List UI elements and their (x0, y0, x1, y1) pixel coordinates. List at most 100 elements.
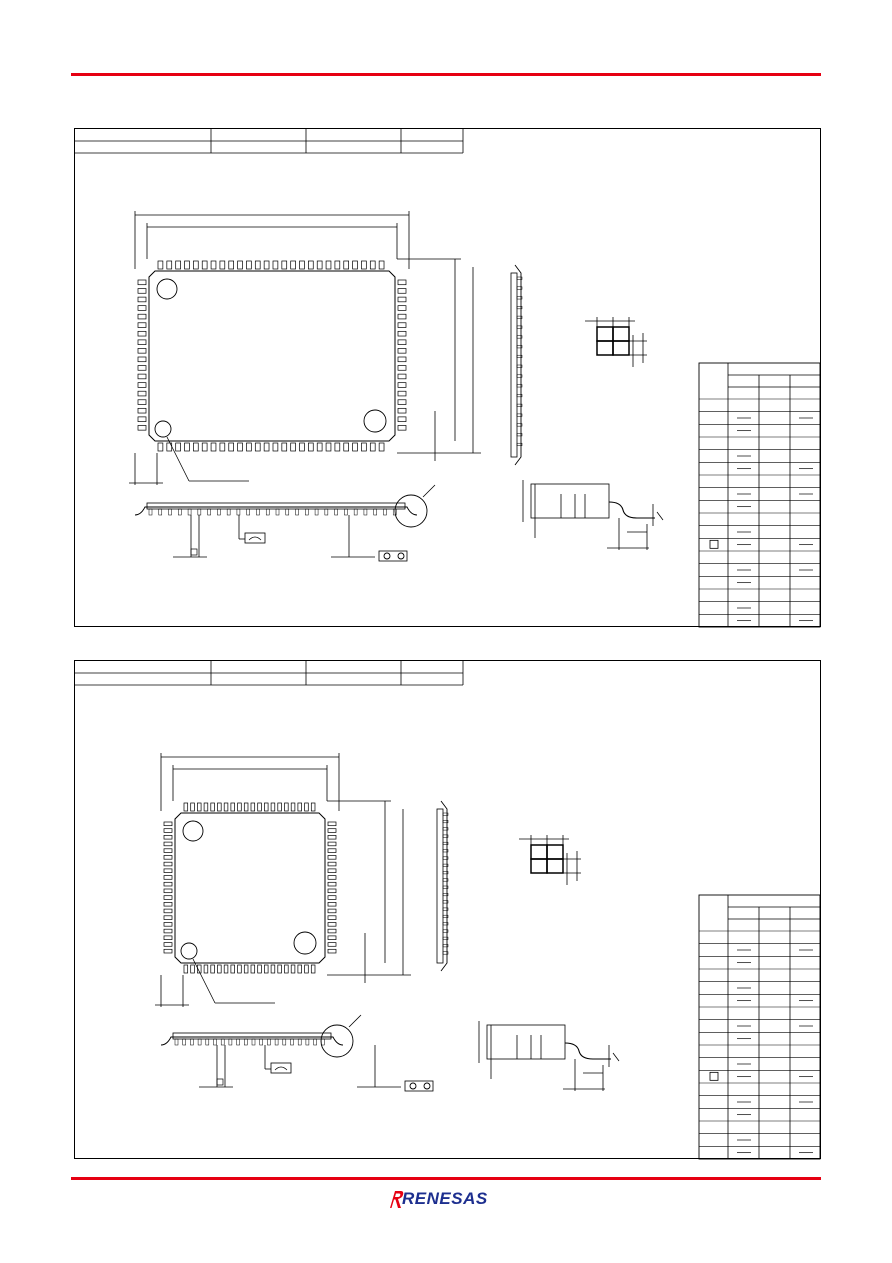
profile-view-lead (373, 508, 377, 516)
lead-left (163, 828, 173, 833)
profile-view-lead (256, 508, 260, 516)
lead-left (163, 902, 173, 907)
lead-bottom (343, 442, 349, 452)
lead-bottom (369, 442, 376, 452)
lead-left (137, 356, 147, 363)
lead-bottom (254, 442, 261, 452)
lead-detail-body (486, 1024, 566, 1060)
lead-top (264, 802, 269, 812)
lead-left (163, 881, 173, 887)
profile-view-lead (207, 508, 211, 516)
lead-right (397, 416, 407, 422)
detail-callout-circle (394, 494, 428, 528)
profile-view-lead (251, 1038, 256, 1046)
lead-left (137, 288, 147, 294)
profile-view-lead (313, 1038, 317, 1046)
lead-top (254, 260, 261, 270)
flatness-symbol-box (270, 1062, 292, 1074)
lead-bottom (308, 442, 314, 452)
lead-left (137, 390, 147, 397)
side-view-lead (442, 936, 449, 940)
side-view-lead (442, 841, 449, 845)
profile-view-lead (205, 1038, 210, 1046)
flatness-arc (248, 536, 262, 541)
lead-left (163, 861, 173, 867)
profile-view-lead (190, 1038, 194, 1046)
profile-view-lead (236, 508, 241, 516)
lead-top (250, 802, 256, 812)
lead-left (137, 313, 147, 320)
lead-right (327, 841, 337, 847)
lead-bottom (270, 964, 276, 974)
side-view-lead (442, 885, 449, 889)
profile-view-lead (305, 508, 309, 516)
lead-right (397, 305, 407, 311)
lead-right (327, 948, 337, 954)
lead-left (137, 382, 147, 388)
side-view-lead (516, 296, 523, 300)
lead-right (327, 868, 337, 873)
lead-bottom (264, 964, 269, 974)
profile-view-outline (160, 1036, 344, 1046)
lead-top (197, 802, 202, 812)
lead-right (327, 935, 337, 940)
lead-bottom (304, 964, 309, 974)
profile-view-lead (324, 508, 329, 516)
side-view-lead (516, 403, 523, 407)
lead-top (281, 260, 288, 270)
lead-right (397, 399, 407, 405)
profile-view-lead (265, 508, 270, 516)
lead-left (137, 425, 147, 431)
lead-left (137, 339, 147, 345)
side-view-body (436, 808, 444, 964)
side-view-lead (442, 914, 449, 918)
side-view-lead (442, 863, 449, 867)
lead-bottom (290, 442, 296, 452)
side-view-lead (442, 812, 449, 816)
side-view-lead (516, 374, 523, 378)
lead-right (327, 928, 337, 934)
renesas-logo-icon: RENESAS (388, 1188, 500, 1210)
lead-bottom (184, 442, 190, 452)
lead-top (272, 260, 279, 270)
footprint-pad (596, 326, 614, 342)
index-mark-circle (293, 931, 317, 955)
side-view-lead (442, 907, 449, 911)
lead-left (163, 888, 173, 894)
table-symbol-square (709, 539, 719, 549)
lead-bottom (277, 964, 282, 974)
lead-top (230, 802, 235, 812)
footprint-pad (530, 858, 548, 874)
profile-view-lead (158, 508, 163, 516)
side-view-lead (516, 354, 523, 358)
lead-left (137, 279, 147, 286)
index-mark-circle (156, 278, 178, 300)
profile-view-lead (282, 1038, 287, 1046)
profile-view-body (172, 1032, 332, 1040)
profile-view-lead (344, 508, 348, 516)
lead-top (175, 260, 181, 270)
lead-top (190, 802, 195, 812)
index-mark-circle (182, 820, 204, 842)
lead-left (137, 373, 147, 380)
lead-left (137, 399, 147, 405)
datum-box (190, 548, 198, 556)
lead-left (163, 948, 173, 954)
lead-right (397, 339, 407, 345)
position-tolerance-box (378, 550, 408, 562)
package-drawing-frame-top (74, 128, 821, 628)
lead-top (157, 260, 164, 270)
lead-top (217, 802, 222, 812)
side-view-lead (516, 384, 523, 388)
lead-bottom (197, 964, 202, 974)
lead-bottom (237, 442, 243, 452)
lead-top (270, 802, 276, 812)
lead-left (163, 841, 173, 847)
lead-right (327, 861, 337, 867)
profile-view-lead (228, 1038, 233, 1046)
lead-top (290, 260, 296, 270)
lead-right (327, 942, 337, 947)
lead-top (343, 260, 349, 270)
profile-view-lead (383, 508, 387, 516)
lead-right (397, 390, 407, 397)
